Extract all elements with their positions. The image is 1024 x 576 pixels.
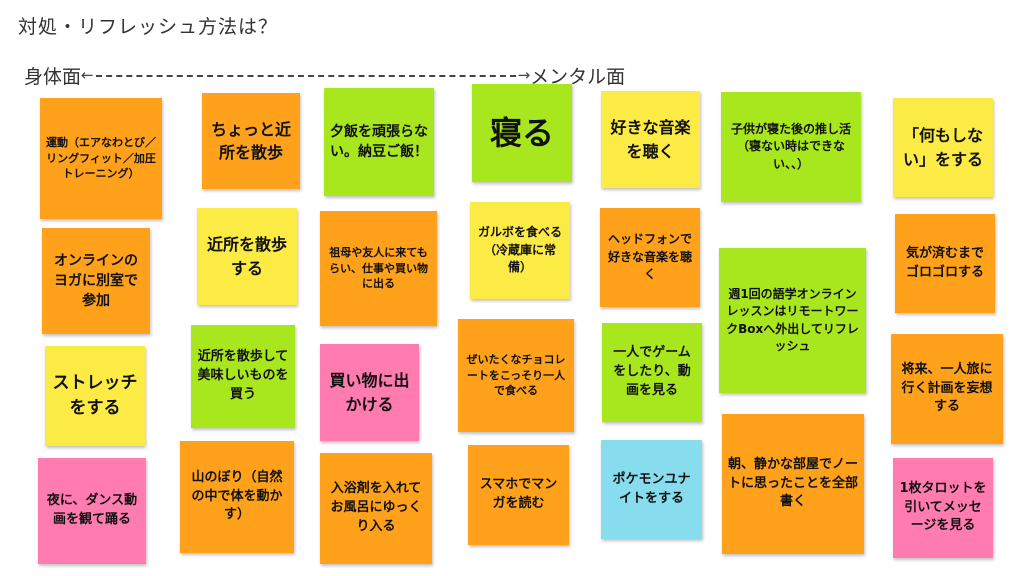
body-mind-axis: 身体面 ← → メンタル面: [24, 62, 625, 89]
sticky-note[interactable]: 子供が寝た後の推し活（寝ない時はできない、、）: [721, 92, 861, 202]
axis-right-label: メンタル面: [530, 66, 626, 88]
axis-dashed-line: [95, 74, 516, 77]
sticky-note[interactable]: 週1回の語学オンラインレッスンはリモートワークBoxへ外出してリフレッシュ: [719, 248, 866, 393]
sticky-note[interactable]: ポケモンユナイトをする: [601, 440, 702, 539]
sticky-note[interactable]: 山のぼり（自然の中で体を動かす）: [180, 441, 294, 553]
sticky-note[interactable]: 夕飯を頑張らない。納豆ご飯！: [324, 88, 434, 196]
sticky-note[interactable]: オンラインのヨガに別室で参加: [42, 228, 150, 334]
sticky-note[interactable]: 近所を散歩して美味しいものを買う: [191, 325, 295, 428]
arrow-right-icon: →: [517, 66, 531, 84]
sticky-note[interactable]: ヘッドフォンで好きな音楽を聴く: [600, 208, 700, 307]
sticky-note[interactable]: ガルボを食べる（冷蔵庫に常備）: [470, 202, 570, 299]
arrow-left-icon: ←: [81, 66, 94, 84]
sticky-note[interactable]: 気が済むまでゴロゴロする: [895, 214, 995, 313]
sticky-note[interactable]: 夜に、ダンス動画を観て踊る: [38, 458, 146, 564]
sticky-note[interactable]: 「何もしない」をする: [893, 98, 993, 197]
sticky-note[interactable]: 入浴剤を入れてお風呂にゆっくり入る: [320, 453, 432, 564]
sticky-note[interactable]: 近所を散歩する: [197, 208, 297, 305]
sticky-note[interactable]: 買い物に出かける: [320, 344, 419, 441]
sticky-note[interactable]: 祖母や友人に来てもらい、仕事や買い物に出る: [320, 211, 437, 326]
sticky-note[interactable]: 1枚タロットを引いてメッセージを見る: [893, 458, 993, 558]
sticky-note[interactable]: 好きな音楽を聴く: [601, 91, 700, 188]
axis-left-label: 身体面: [24, 66, 82, 88]
sticky-note[interactable]: 運動（エアなわとび／リングフィット／加圧トレーニング）: [40, 98, 162, 219]
sticky-note[interactable]: 寝る: [472, 84, 572, 182]
sticky-note[interactable]: ストレッチをする: [45, 346, 145, 446]
sticky-note[interactable]: 一人でゲームをしたり、動画を見る: [602, 323, 702, 422]
page-title: 対処・リフレッシュ方法は？: [18, 16, 279, 38]
sticky-note[interactable]: スマホでマンガを読む: [468, 445, 569, 545]
sticky-note[interactable]: ぜいたくなチョコレートをこっそり一人で食べる: [458, 319, 574, 432]
sticky-note[interactable]: 朝、静かな部屋でノートに思ったことを全部書く: [722, 414, 864, 554]
sticky-note[interactable]: 将来、一人旅に行く計画を妄想する: [891, 334, 1003, 444]
sticky-note[interactable]: ちょっと近所を散歩: [202, 93, 300, 189]
